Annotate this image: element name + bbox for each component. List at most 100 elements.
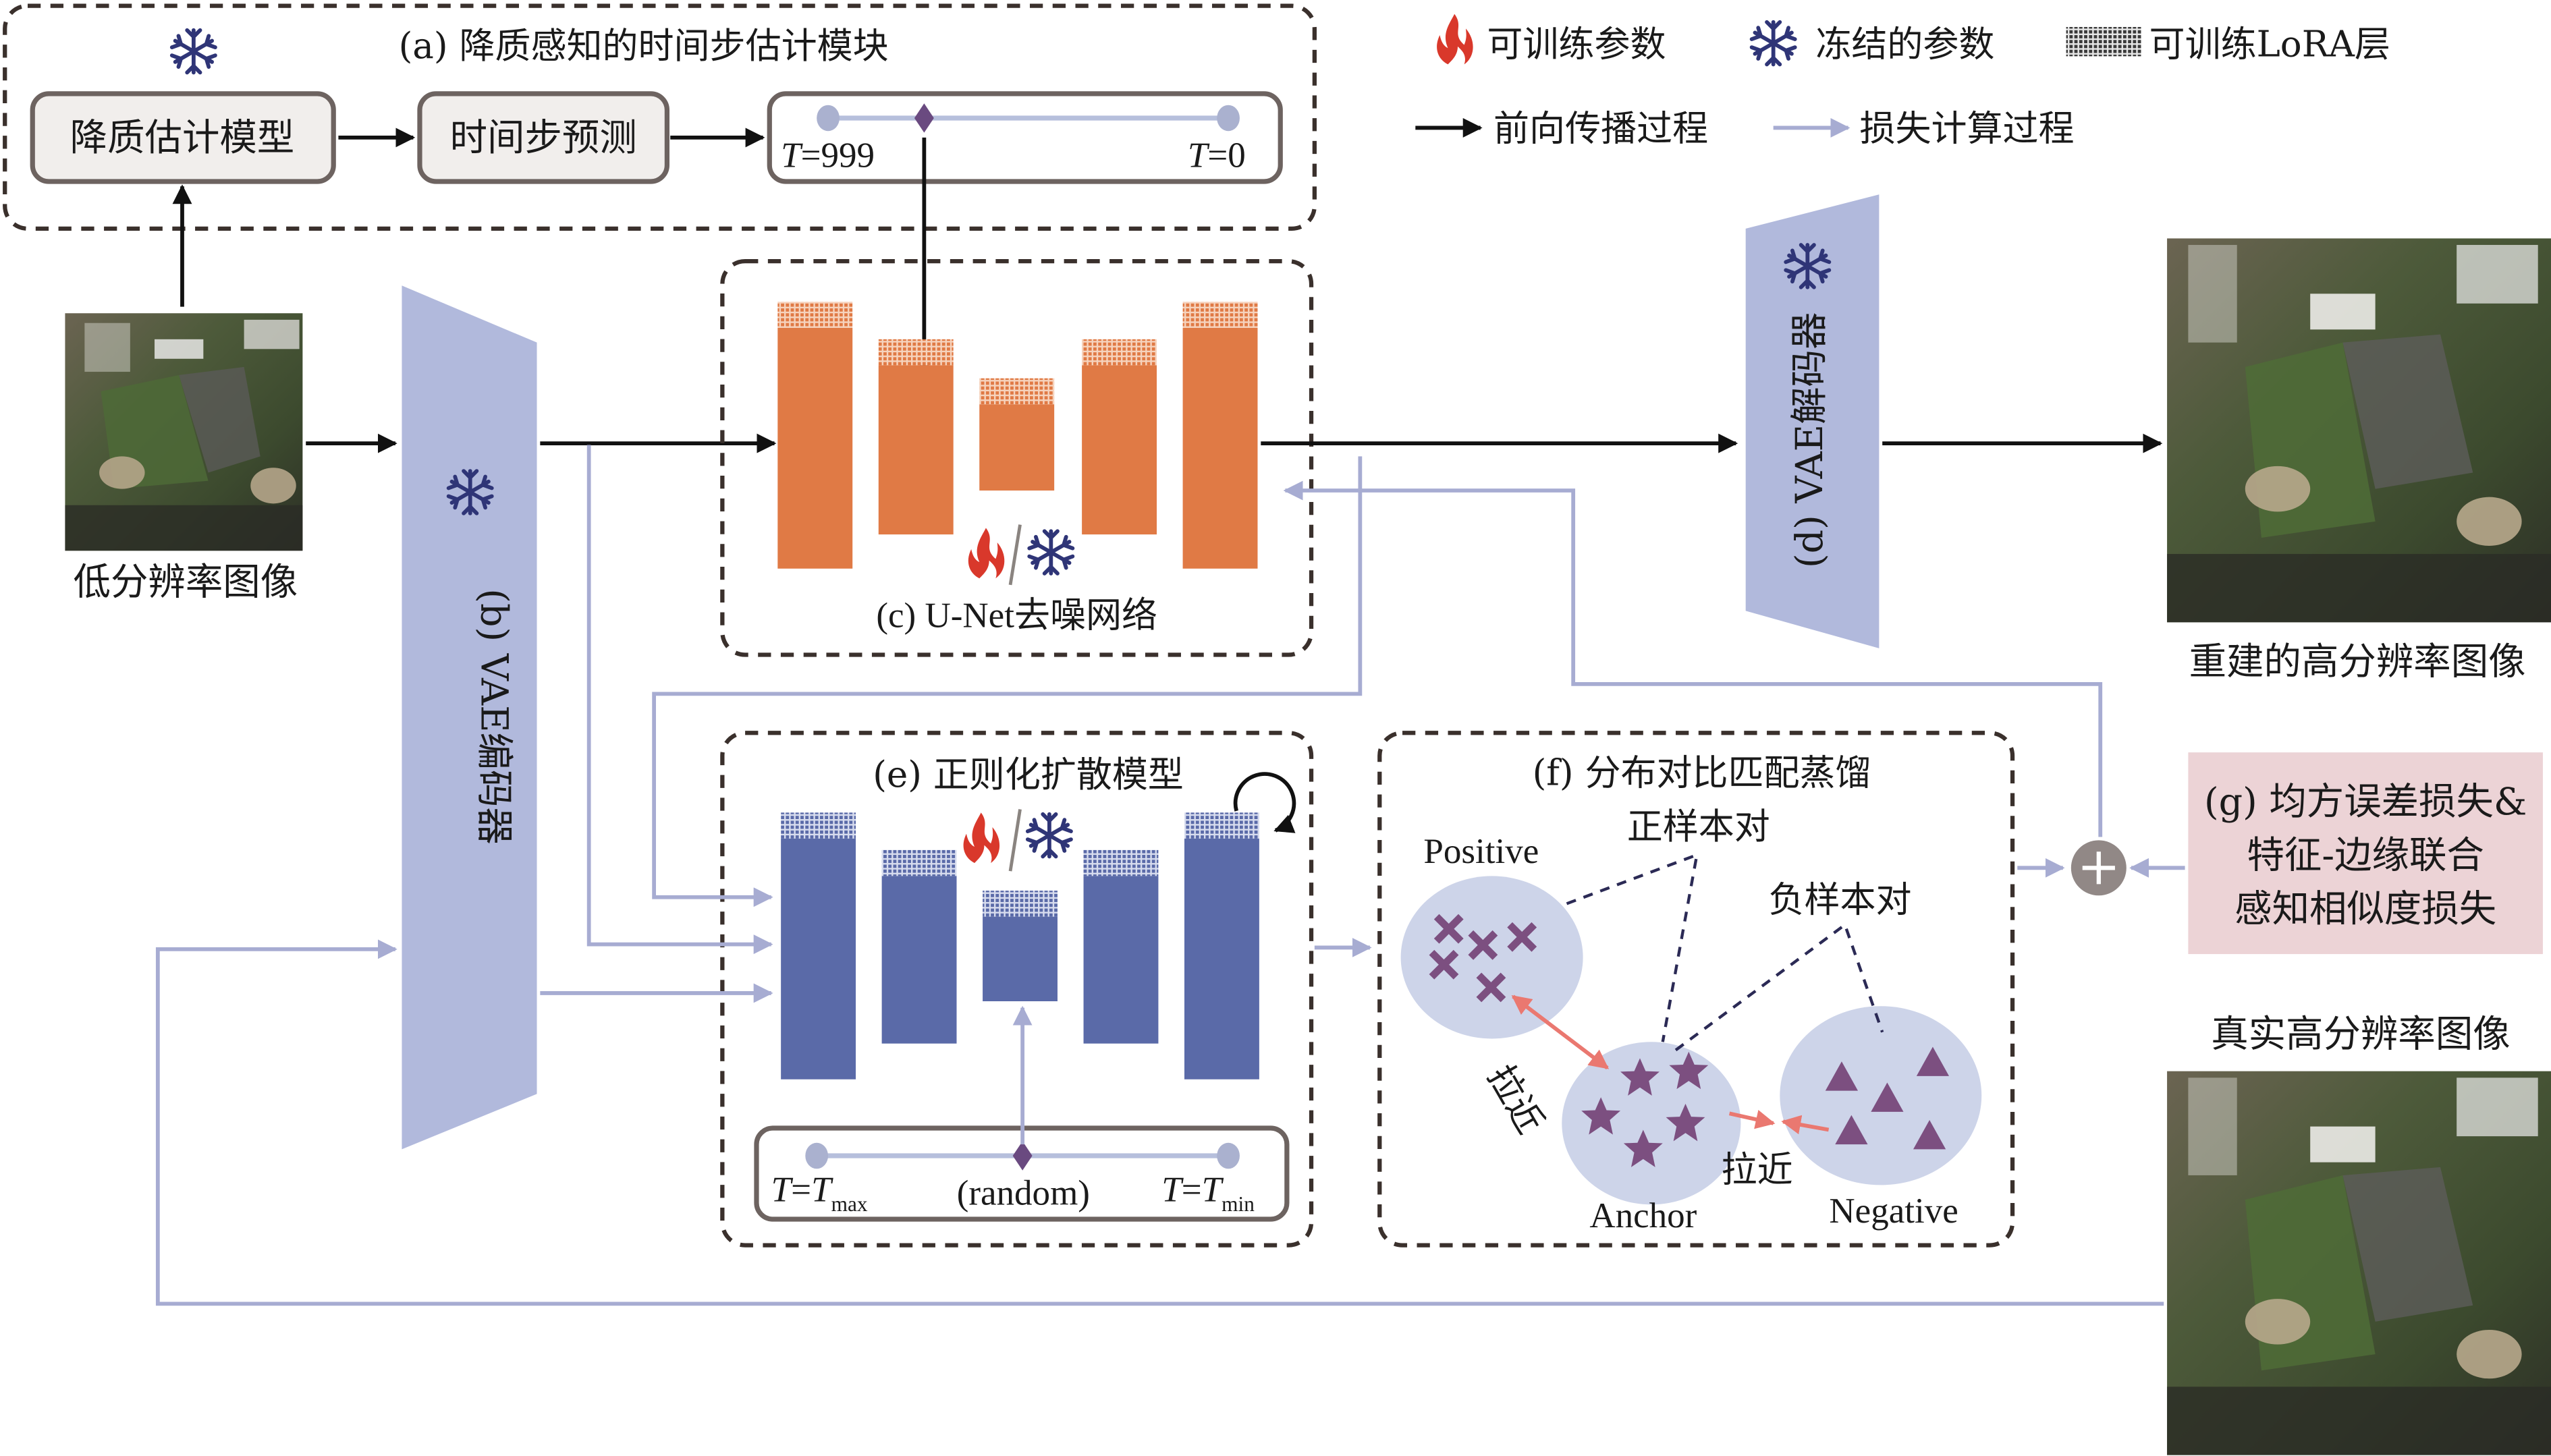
legend-forward-label: 前向传播过程 xyxy=(1493,108,1708,150)
reg-lora-2 xyxy=(881,849,957,876)
reg-block-1 xyxy=(781,838,856,1080)
legend-lora-label: 可训练LoRA层 xyxy=(2149,23,2390,65)
flame-icon xyxy=(1437,13,1473,65)
arrow-unet-output-to-regularizer xyxy=(652,456,1363,907)
positive-label: Positive xyxy=(1423,832,1539,871)
reg-block-2 xyxy=(881,876,957,1044)
anchor-samples xyxy=(1581,1051,1709,1167)
reg-block-4 xyxy=(1083,876,1159,1044)
positive-pair-label: 正样本对 xyxy=(1627,806,1770,847)
timestep-slider-thumb[interactable] xyxy=(914,103,934,133)
pull-label-2: 拉近 xyxy=(1722,1149,1793,1191)
ground-truth-image-group: 真实高分辨率图像 xyxy=(2167,1013,2551,1455)
unet-lora-2 xyxy=(878,339,954,366)
pull-label-1: 拉近 xyxy=(1479,1058,1552,1141)
slash-divider xyxy=(1008,524,1022,586)
snowflake-icon xyxy=(172,30,215,73)
sum-node xyxy=(2070,840,2127,896)
vae-encoder-label: (b) VAE编码器 xyxy=(472,588,516,844)
low-res-label: 低分辨率图像 xyxy=(74,561,298,604)
reg-lora-4 xyxy=(1083,849,1159,876)
snowflake-icon xyxy=(1028,814,1071,857)
negative-samples xyxy=(1825,1046,1950,1150)
tmax-label: T=Tmax xyxy=(771,1171,868,1216)
vae-decoder[interactable]: (d) VAE解码器 xyxy=(1745,194,1880,648)
pixel-loss-line-2: 特征-边缘联合 xyxy=(2247,834,2484,877)
reg-block-5 xyxy=(1184,838,1259,1080)
unet-block-5 xyxy=(1182,327,1258,569)
low-res-image xyxy=(65,313,303,551)
slider-start-node xyxy=(805,1142,829,1169)
legend-loss-label: 损失计算过程 xyxy=(1859,108,2074,150)
slider-right-label: T=0 xyxy=(1188,136,1246,175)
ground-truth-label: 真实高分辨率图像 xyxy=(2211,1013,2511,1057)
unet-block-4 xyxy=(1082,365,1157,535)
reconstructed-hr-image xyxy=(2167,238,2551,623)
legend: 可训练参数 冻结的参数 可训练LoRA层 前向传播过程 损失计算过程 xyxy=(1415,13,2390,150)
timestep-predict-label: 时间步预测 xyxy=(450,117,637,160)
pixel-loss-box xyxy=(2188,752,2543,955)
ground-truth-hr-image xyxy=(2167,1071,2551,1455)
unet-block-1 xyxy=(777,327,853,569)
reg-lora-1 xyxy=(781,812,856,839)
negative-label: Negative xyxy=(1829,1192,1958,1231)
reg-block-3 xyxy=(983,916,1058,1001)
legend-trainable-label: 可训练参数 xyxy=(1487,23,1666,65)
legend-frozen-label: 冻结的参数 xyxy=(1815,23,1994,65)
self-loop-arrow-icon xyxy=(1233,772,1296,833)
module-f-frame xyxy=(1377,731,2015,1248)
pull-arrow-positive-anchor xyxy=(1511,995,1610,1070)
unet-block-2 xyxy=(878,365,954,535)
random-slider-thumb[interactable] xyxy=(1012,1141,1033,1171)
timestep-predict-box[interactable] xyxy=(417,91,670,184)
slider-end-node xyxy=(1217,1142,1240,1169)
arrow-gt-to-encoder xyxy=(155,939,2164,1306)
reconstructed-image-group: 重建的高分辨率图像 xyxy=(2167,238,2551,683)
module-c-frame xyxy=(720,258,1314,657)
module-a-title: (a) 降质感知的时间步估计模块 xyxy=(399,25,889,67)
slider-left-label: T=999 xyxy=(781,136,875,175)
arrow-total-loss-to-unet xyxy=(1283,480,2103,837)
regularizer-blocks xyxy=(781,812,1259,1080)
module-a-frame xyxy=(3,3,1317,231)
negative-pair-label: 负样本对 xyxy=(1768,878,1911,920)
module-c-unet: (c) U-Net去噪网络 xyxy=(720,258,1314,657)
unet-lora-4 xyxy=(1082,339,1157,366)
slider-start-node xyxy=(817,105,840,132)
slash-divider xyxy=(1008,809,1022,872)
slider-end-node xyxy=(1217,105,1240,132)
module-f-title: (f) 分布对比匹配蒸馏 xyxy=(1533,752,1871,793)
positive-pair-connector xyxy=(1566,852,1699,1042)
vae-encoder[interactable]: (b) VAE编码器 xyxy=(402,285,537,1150)
unet-lora-3 xyxy=(979,378,1055,405)
random-label: (random) xyxy=(957,1173,1090,1212)
module-e-frame xyxy=(720,731,1314,1248)
degradation-model-label: 降质估计模型 xyxy=(70,117,295,160)
positive-samples xyxy=(1429,914,1537,1003)
snowflake-icon xyxy=(1752,22,1795,65)
flame-icon xyxy=(963,812,1000,864)
snowflake-icon xyxy=(1029,531,1072,573)
reg-lora-3 xyxy=(983,891,1058,917)
module-e-title: (e) 正则化扩散模型 xyxy=(873,754,1184,795)
module-f-distillation: (f) 分布对比匹配蒸馏 Positive 正样本对 负样本对 xyxy=(1377,731,2015,1248)
module-c-title: (c) U-Net去噪网络 xyxy=(876,596,1157,636)
vae-decoder-label: (d) VAE解码器 xyxy=(1788,312,1832,568)
anchor-cluster xyxy=(1562,1042,1741,1205)
unet-lora-5 xyxy=(1182,302,1258,328)
low-res-image-group: 低分辨率图像 xyxy=(65,184,303,604)
unet-block-3 xyxy=(979,404,1055,491)
degradation-model-box[interactable] xyxy=(30,91,336,184)
pull-arrow-negative-side xyxy=(1781,1115,1830,1135)
pixel-loss-line-3: 感知相似度损失 xyxy=(2234,888,2496,931)
unet-blocks xyxy=(777,302,1258,569)
module-g-pixel-loss: (g) 均方误差损失& 特征-边缘联合 感知相似度损失 xyxy=(2188,752,2543,955)
reconstructed-label: 重建的高分辨率图像 xyxy=(2189,640,2526,683)
lora-pattern-icon xyxy=(2066,26,2141,57)
module-a-timestep-estimation: (a) 降质感知的时间步估计模块 降质估计模型 时间步预测 T=999 T=0 xyxy=(3,3,1317,231)
reg-lora-5 xyxy=(1184,812,1259,839)
anchor-label: Anchor xyxy=(1589,1196,1697,1235)
pull-arrow-anchor-side xyxy=(1728,1110,1776,1129)
